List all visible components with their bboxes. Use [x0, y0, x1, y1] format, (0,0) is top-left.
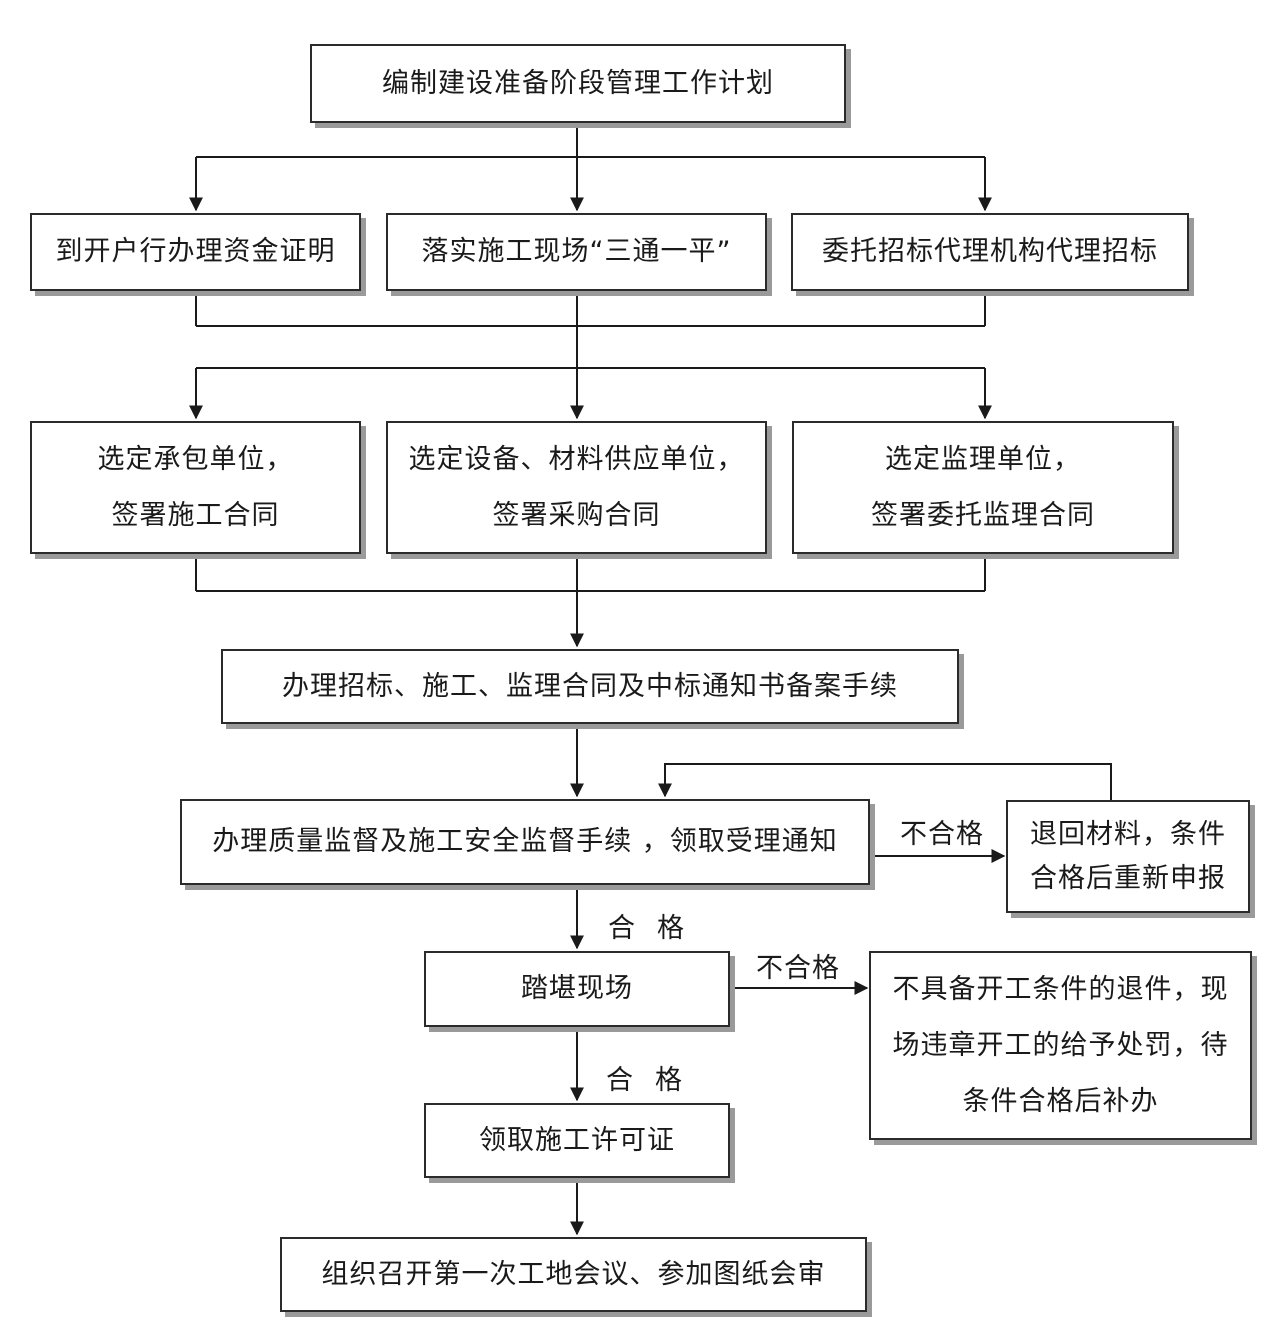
contractor-box: 选定承包单位， 签署施工合同 [30, 421, 361, 554]
plan-box: 编制建设准备阶段管理工作计划 [310, 44, 846, 123]
supervisor-line-1: 选定监理单位， [885, 443, 1081, 475]
supplier-line-1: 选定设备、材料供应单位， [408, 443, 745, 475]
quality-box: 办理质量监督及施工安全监督手续 ，领取受理通知 [180, 799, 870, 885]
returned-box: 退回材料，条件 合格后重新申报 [1006, 800, 1250, 913]
penalty-box: 不具备开工条件的退件，现 场违章开工的给予处罚，待 条件合格后补办 [869, 951, 1252, 1140]
permit-text: 领取施工许可证 [479, 1124, 675, 1156]
permit-box: 领取施工许可证 [424, 1103, 730, 1178]
pass-label-2: 合格 [606, 1065, 704, 1096]
inspect-box: 踏堪现场 [424, 951, 730, 1027]
returned-line-2: 合格后重新申报 [1030, 862, 1226, 894]
fail-label-1: 不合格 [900, 819, 984, 850]
filing-text: 办理招标、施工、监理合同及中标通知书备案手续 [282, 670, 898, 702]
agent-text: 委托招标代理机构代理招标 [822, 236, 1158, 267]
site-text: 落实施工现场“三通一平” [421, 236, 732, 267]
contractor-line-2: 签署施工合同 [111, 499, 280, 531]
site-box: 落实施工现场“三通一平” [386, 213, 767, 291]
inspect-text: 踏堪现场 [521, 973, 633, 1004]
plan-text: 编制建设准备阶段管理工作计划 [382, 67, 774, 99]
penalty-line-2: 场违章开工的给予处罚，待 [892, 1029, 1229, 1061]
filing-box: 办理招标、施工、监理合同及中标通知书备案手续 [221, 649, 959, 724]
contractor-line-1: 选定承包单位， [97, 443, 294, 475]
bank-box: 到开户行办理资金证明 [30, 213, 361, 291]
supervisor-line-2: 签署委托监理合同 [871, 499, 1095, 531]
fail-label-2: 不合格 [756, 953, 840, 984]
returned-line-1: 退回材料，条件 [1030, 818, 1226, 850]
quality-text: 办理质量监督及施工安全监督手续 ，领取受理通知 [212, 826, 838, 857]
bank-text: 到开户行办理资金证明 [55, 236, 336, 267]
supplier-box: 选定设备、材料供应单位， 签署采购合同 [386, 421, 767, 554]
connector-resubmit-loop [658, 763, 1112, 800]
agent-box: 委托招标代理机构代理招标 [791, 213, 1189, 291]
supplier-line-2: 签署采购合同 [492, 499, 661, 531]
pass-label-1: 合格 [608, 913, 706, 944]
meeting-box: 组织召开第一次工地会议、参加图纸会审 [280, 1237, 867, 1312]
supervisor-box: 选定监理单位， 签署委托监理合同 [792, 421, 1174, 554]
penalty-line-1: 不具备开工条件的退件，现 [892, 973, 1229, 1005]
meeting-text: 组织召开第一次工地会议、参加图纸会审 [321, 1258, 826, 1290]
penalty-line-3: 条件合格后补办 [962, 1085, 1159, 1117]
